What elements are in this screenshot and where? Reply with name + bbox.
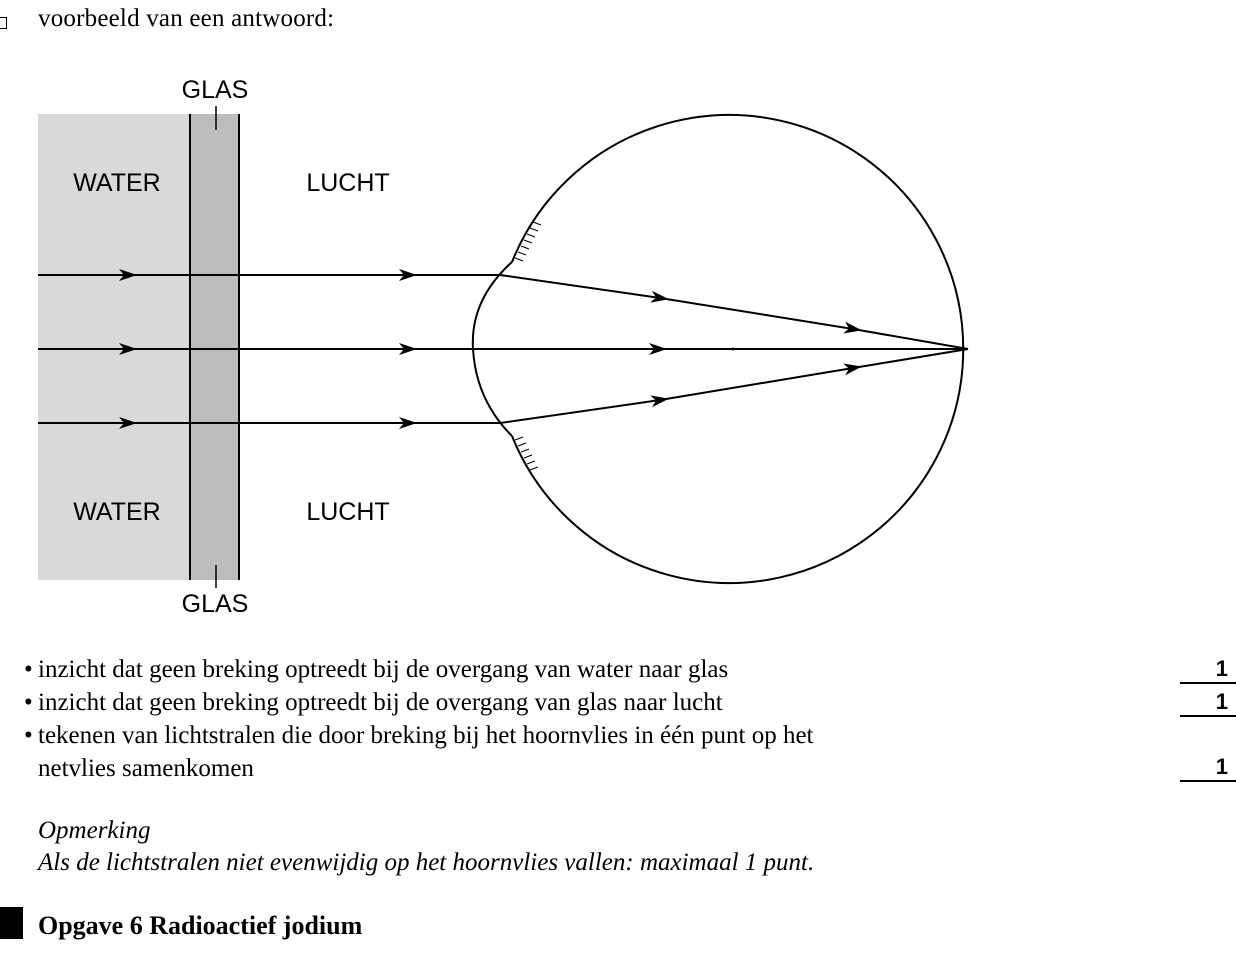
label-water-bottom: WATER bbox=[73, 498, 161, 526]
eye-refraction-diagram: GLAS GLAS WATER WATER LUCHT LUCHT bbox=[38, 76, 969, 618]
water-region bbox=[38, 114, 190, 580]
criterion-1-points: 1 bbox=[1180, 656, 1236, 684]
criterion-1-text: inzicht dat geen breking optreedt bij de… bbox=[38, 656, 729, 683]
label-lucht-top: LUCHT bbox=[306, 169, 389, 197]
section-marker bbox=[0, 907, 23, 939]
criterion-3: • tekenen van lichtstralen die door brek… bbox=[24, 719, 814, 785]
bullet: • bbox=[24, 656, 33, 683]
section-title: Opgave 6 Radioactief jodium bbox=[38, 911, 363, 940]
ray-top-eye bbox=[499, 274, 669, 303]
criterion-3-text-line2: netvlies samenkomen bbox=[38, 755, 254, 782]
eye-center-dot bbox=[731, 347, 735, 351]
intro-text: voorbeeld van een antwoord: bbox=[38, 5, 335, 32]
criterion-3-points: 1 bbox=[1180, 754, 1236, 782]
criterion-2-points: 1 bbox=[1180, 689, 1236, 717]
bullet: • bbox=[24, 722, 33, 749]
label-lucht-bottom: LUCHT bbox=[306, 498, 389, 526]
checkbox-marker bbox=[0, 17, 7, 29]
cornea-hatching bbox=[514, 221, 542, 471]
light-rays bbox=[38, 269, 969, 429]
criterion-3-text-line1: tekenen van lichtstralen die door brekin… bbox=[38, 722, 814, 749]
note-text: Als de lichtstralen niet evenwijdig op h… bbox=[38, 849, 815, 876]
glass-region bbox=[190, 114, 239, 580]
note-heading: Opmerking bbox=[38, 817, 151, 844]
criterion-2-text: inzicht dat geen breking optreedt bij de… bbox=[38, 689, 723, 716]
bullet: • bbox=[24, 689, 33, 716]
label-water-top: WATER bbox=[73, 169, 161, 197]
label-glas-top: GLAS bbox=[182, 76, 249, 104]
criterion-2: • inzicht dat geen breking optreedt bij … bbox=[24, 686, 723, 719]
criterion-1: • inzicht dat geen breking optreedt bij … bbox=[24, 653, 729, 686]
ray-bottom-eye bbox=[499, 395, 669, 424]
label-glas-bottom: GLAS bbox=[182, 590, 249, 618]
